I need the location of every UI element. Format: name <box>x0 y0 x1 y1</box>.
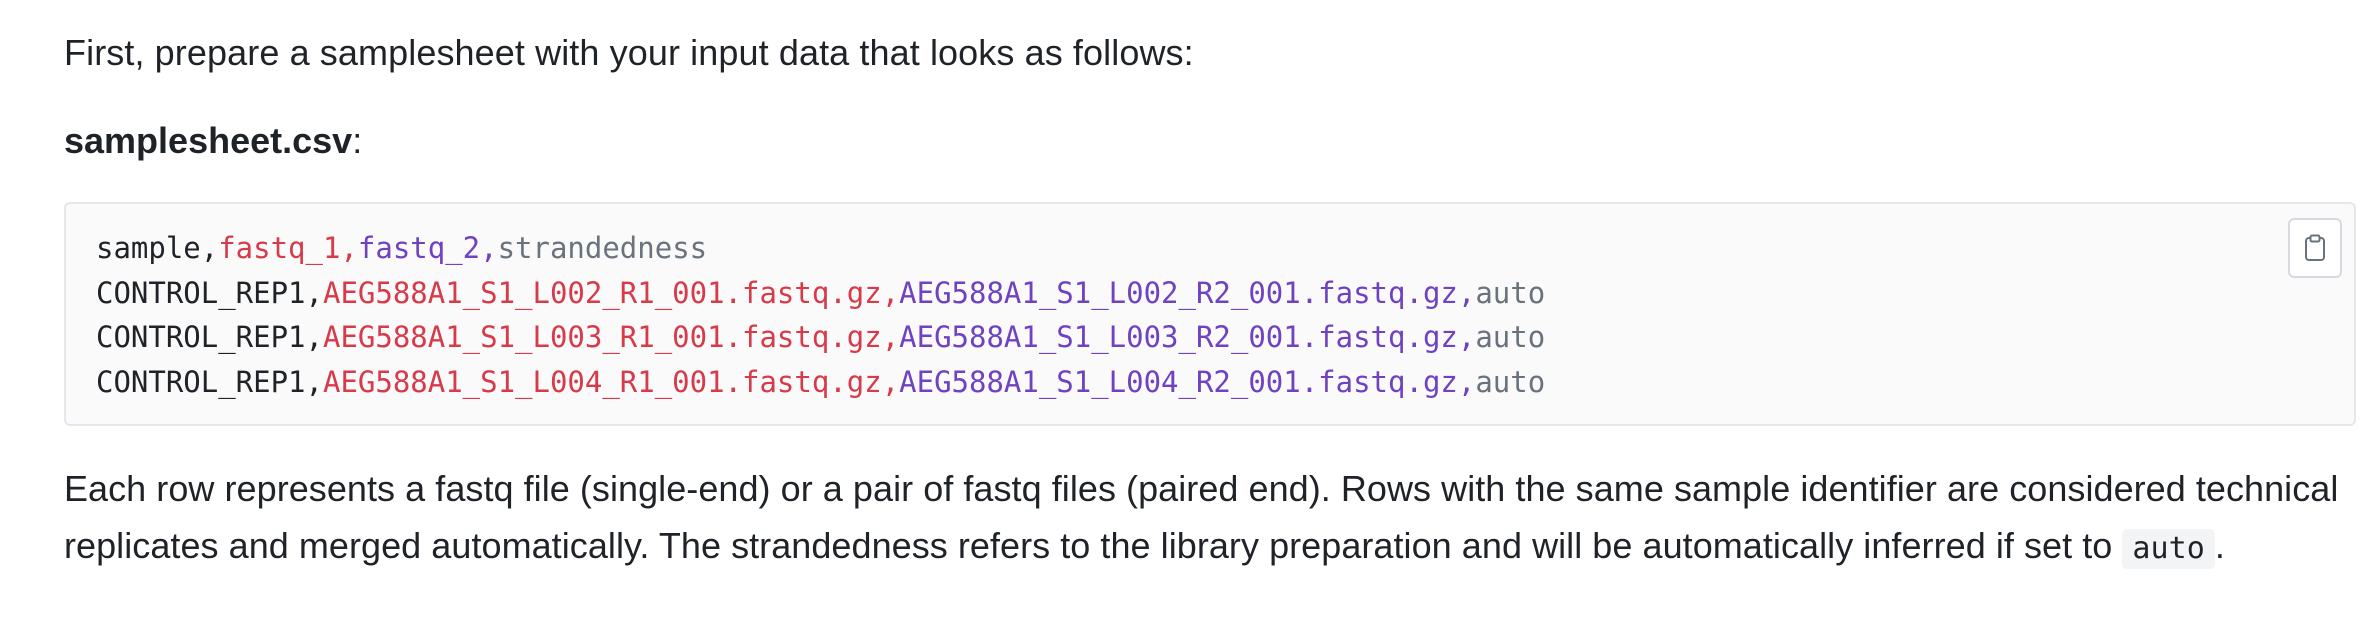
samplesheet-heading: samplesheet.csv: <box>64 116 362 166</box>
inline-code-auto: auto <box>2122 529 2215 569</box>
code-token: fastq_2, <box>357 231 498 265</box>
code-token: auto <box>1475 275 1546 310</box>
code-token: CONTROL_REP1, <box>96 320 323 354</box>
samplesheet-description: Each row represents a fastq file (single… <box>64 460 2364 574</box>
code-token: CONTROL_REP1, <box>96 364 323 399</box>
code-line-header: sample,fastq_1,fastq_2,strandedness <box>96 226 1545 271</box>
code-token: AEG588A1_S1_L002_R1_001.fastq.gz, <box>322 275 900 310</box>
code-token: AEG588A1_S1_L002_R2_001.fastq.gz, <box>899 275 1476 310</box>
code-line: CONTROL_REP1,AEG588A1_S1_L002_R1_001.fas… <box>96 271 1545 316</box>
code-line: CONTROL_REP1,AEG588A1_S1_L003_R1_001.fas… <box>96 315 1545 360</box>
code-token: auto <box>1475 364 1546 399</box>
intro-text: First, prepare a samplesheet with your i… <box>64 32 1194 73</box>
clipboard-icon <box>2304 234 2326 262</box>
code-token: strandedness <box>497 231 708 265</box>
description-text: Each row represents a fastq file (single… <box>64 468 2339 566</box>
samplesheet-filename: samplesheet.csv <box>64 120 353 161</box>
copy-code-button[interactable] <box>2288 218 2342 278</box>
code-token: AEG588A1_S1_L004_R1_001.fastq.gz, <box>322 364 900 399</box>
code-token: AEG588A1_S1_L003_R2_001.fastq.gz, <box>899 320 1476 354</box>
samplesheet-heading-colon: : <box>352 120 363 161</box>
code-token: fastq_1, <box>218 231 358 265</box>
code-token: auto <box>1475 320 1546 354</box>
code-token: sample, <box>96 231 219 265</box>
code-token: AEG588A1_S1_L004_R2_001.fastq.gz, <box>899 364 1476 399</box>
code-token: AEG588A1_S1_L003_R1_001.fastq.gz, <box>322 320 900 354</box>
code-token: CONTROL_REP1, <box>96 275 323 310</box>
code-line: CONTROL_REP1,AEG588A1_S1_L004_R1_001.fas… <box>96 360 1545 405</box>
description-period: . <box>2214 525 2225 566</box>
